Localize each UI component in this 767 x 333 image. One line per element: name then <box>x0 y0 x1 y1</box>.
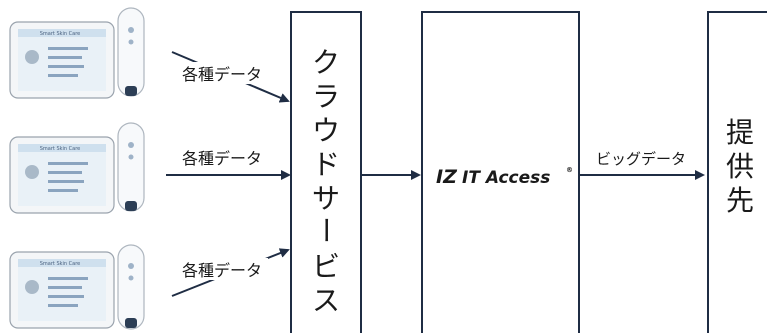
scanner-device-1 <box>117 7 145 97</box>
cloud-char-4: ド <box>312 148 340 181</box>
input-label-3: 各種データ <box>182 261 262 280</box>
input-label-1: 各種データ <box>182 65 262 84</box>
cloud-char-6: ー <box>309 216 342 244</box>
cloud-char-8: ス <box>312 284 340 317</box>
it-access-logo: IZ IT Access ® <box>436 166 573 188</box>
output-label: ビッグデータ <box>596 150 686 168</box>
destination-char-2: 供 <box>726 150 754 183</box>
platform-name: IT Access <box>462 168 550 188</box>
tablet-device-2: Smart Skin Care <box>9 136 115 214</box>
device-group-1: Smart Skin Care <box>9 7 145 99</box>
device-group-2: Smart Skin Care <box>9 122 145 214</box>
scanner-device-3 <box>117 244 145 330</box>
logo-mark: IZ <box>436 166 458 188</box>
tablet-screen-title: Smart Skin Care <box>40 146 81 152</box>
destination-char-1: 提 <box>726 116 754 149</box>
destination-char-3: 先 <box>726 184 754 217</box>
cloud-char-1: ク <box>312 46 340 79</box>
destination-label: 提 供 先 <box>726 116 754 217</box>
cloud-char-5: サ <box>312 182 340 215</box>
scanner-device-2 <box>117 122 145 212</box>
cloud-char-2: ラ <box>312 80 340 113</box>
cloud-service-box <box>290 11 362 333</box>
cloud-service-label: ク ラ ウ ド サ ー ビ ス <box>309 46 342 317</box>
tablet-screen-title: Smart Skin Care <box>40 261 81 267</box>
tablet-device-1: Smart Skin Care <box>9 21 115 99</box>
destination-box <box>707 11 767 333</box>
input-label-2: 各種データ <box>182 149 262 168</box>
registered-mark: ® <box>566 166 573 174</box>
tablet-device-3: Smart Skin Care <box>9 251 115 329</box>
cloud-char-3: ウ <box>312 114 340 147</box>
platform-box <box>421 11 580 333</box>
tablet-screen-title: Smart Skin Care <box>40 31 81 37</box>
cloud-char-7: ビ <box>312 250 340 283</box>
device-group-3: Smart Skin Care <box>9 244 145 330</box>
